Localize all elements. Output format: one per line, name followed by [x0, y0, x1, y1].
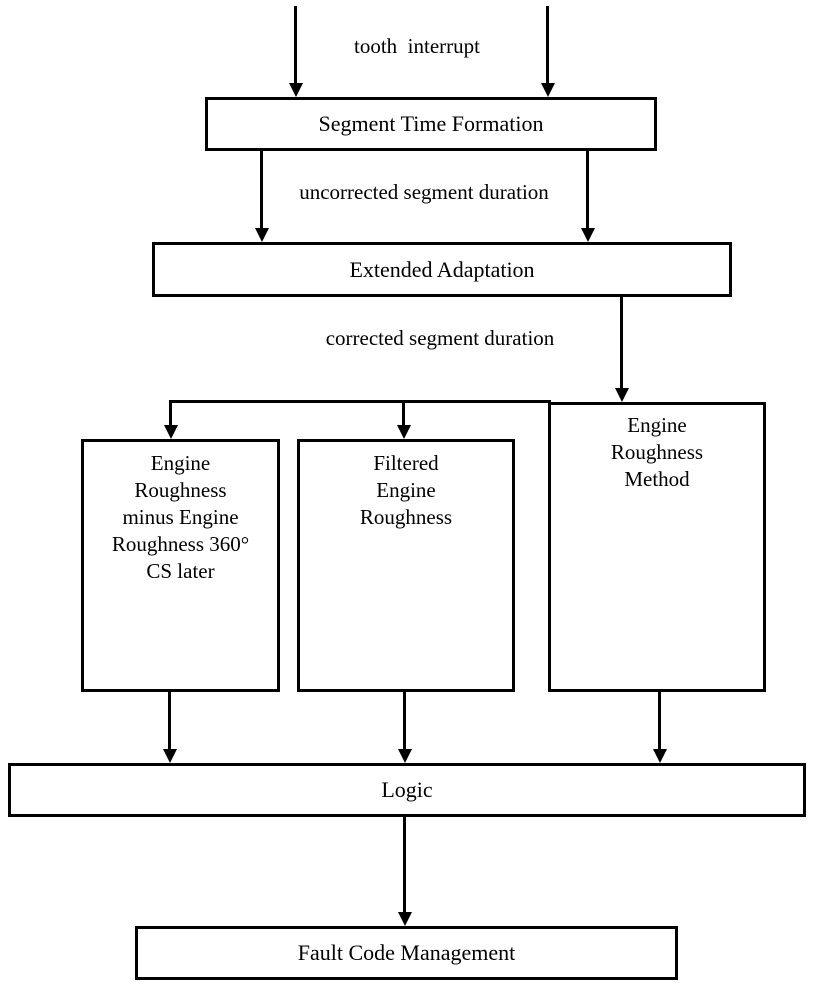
node-engine-roughness-minus-label: Engine Roughness minus Engine Roughness …: [111, 451, 250, 583]
arrow-branch-to-box2-head: [397, 425, 411, 439]
arrow-corrected-head: [615, 388, 629, 402]
edge-label-tooth-interrupt: tooth interrupt: [354, 34, 480, 58]
arrow-logic-to-fault-stem: [403, 817, 406, 912]
arrow-branch-to-box2-stem: [402, 400, 405, 425]
node-segment-time-formation-label: Segment Time Formation: [318, 111, 544, 136]
arrow-box2-to-logic-stem: [403, 692, 406, 749]
arrow-logic-to-fault-head: [398, 912, 412, 926]
node-segment-time-formation: Segment Time Formation: [205, 97, 657, 151]
arrow-branch-to-box1-head: [164, 425, 178, 439]
node-filtered-engine-roughness-label: Filtered Engine Roughness: [359, 451, 453, 529]
edge-label-uncorrected-segment-duration: uncorrected segment duration: [299, 180, 549, 204]
node-extended-adaptation: Extended Adaptation: [152, 242, 732, 297]
branch-line: [169, 400, 551, 403]
arrow-box3-to-logic-head: [653, 749, 667, 763]
arrow-input-left-head: [289, 83, 303, 97]
arrow-box2-to-logic-head: [398, 749, 412, 763]
arrow-uncorrected-right-head: [581, 228, 595, 242]
arrow-input-right-head: [541, 83, 555, 97]
edge-label-corrected-segment-duration: corrected segment duration: [325, 326, 555, 350]
node-fault-code-management-label: Fault Code Management: [297, 940, 516, 965]
arrow-input-right-stem: [546, 6, 549, 83]
node-engine-roughness-minus: Engine Roughness minus Engine Roughness …: [81, 439, 280, 692]
node-filtered-engine-roughness: Filtered Engine Roughness: [297, 439, 515, 692]
node-engine-roughness-method: Engine Roughness Method: [548, 402, 766, 692]
node-logic-label: Logic: [381, 777, 433, 802]
arrow-branch-to-box1-stem: [169, 400, 172, 425]
arrow-box1-to-logic-head: [163, 749, 177, 763]
node-fault-code-management: Fault Code Management: [135, 926, 678, 980]
arrow-corrected-stem: [620, 297, 623, 388]
arrow-box1-to-logic-stem: [168, 692, 171, 749]
node-logic: Logic: [8, 763, 806, 817]
arrow-uncorrected-left-head: [255, 228, 269, 242]
arrow-box3-to-logic-stem: [658, 692, 661, 749]
node-extended-adaptation-label: Extended Adaptation: [349, 256, 535, 282]
arrow-uncorrected-right-stem: [586, 151, 589, 228]
arrow-uncorrected-left-stem: [260, 151, 263, 228]
node-engine-roughness-method-label: Engine Roughness Method: [610, 413, 704, 491]
arrow-input-left-stem: [294, 6, 297, 83]
